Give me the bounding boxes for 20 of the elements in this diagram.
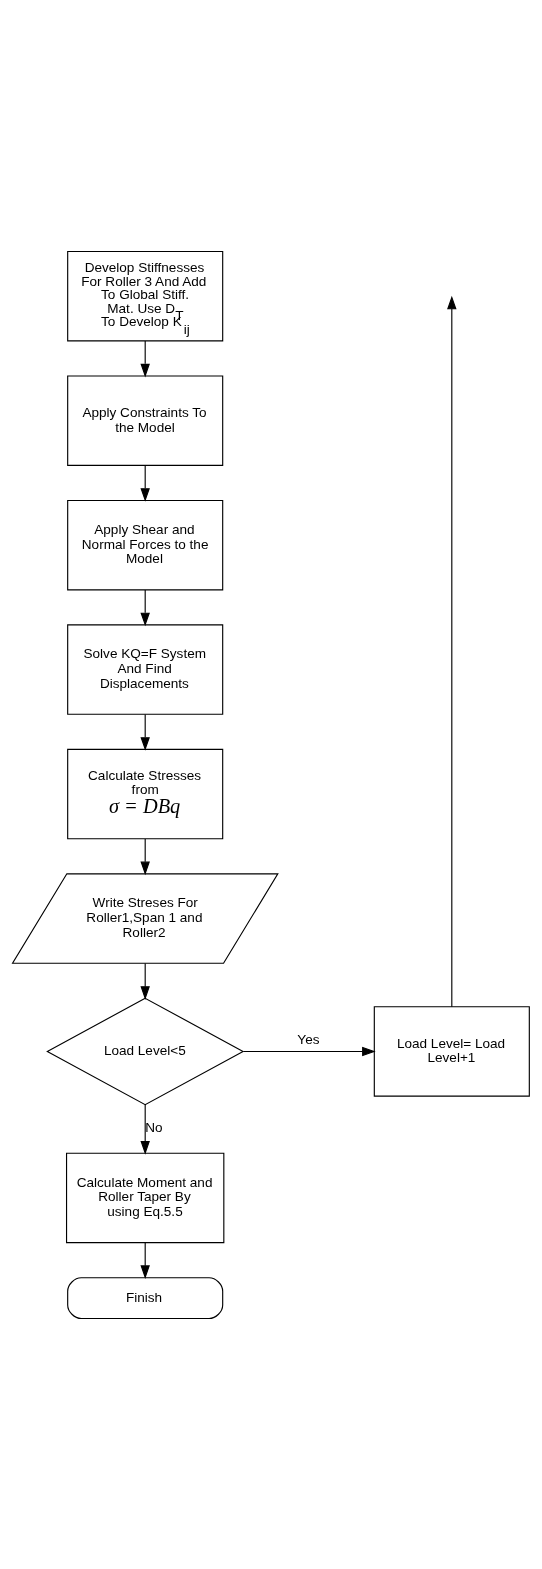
node-box: Solve KQ=F System And Find Displacements [67,623,224,715]
node-box: Apply Shear and Normal Forces to the Model [67,499,224,590]
node-box: Load Level= Load Level+1 [373,1005,530,1097]
node-box: Calculate Stresses from σ = DBq [67,748,224,839]
node-box: Apply Constraints To the Model [67,374,224,466]
arrow [140,340,150,377]
arrow [140,1241,150,1279]
node-diamond: Load Level<5 [46,997,245,1105]
arrow [140,837,150,875]
arrow [140,464,150,502]
arrow [140,962,150,1000]
arrow [140,713,150,751]
arrow [140,1103,150,1155]
node-box: Finish [67,1276,224,1319]
arrow [242,1046,376,1056]
node-box: Calculate Moment and Roller Taper By using Eq.5.5 [66,1152,225,1243]
edge-label: No [145,1119,163,1135]
arrow [447,295,457,1007]
edge-label: Yes [297,1031,320,1047]
arrow [140,588,150,626]
